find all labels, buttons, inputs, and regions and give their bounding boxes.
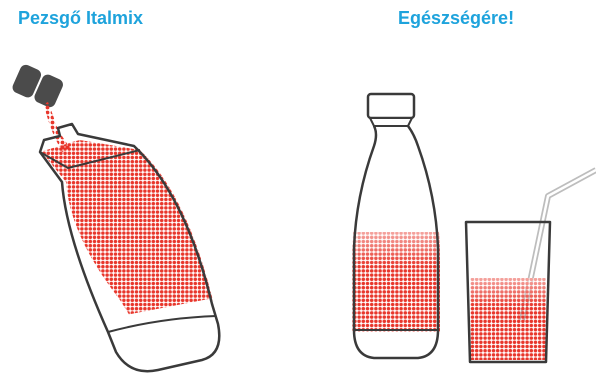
upright-bottle-icon <box>350 94 444 358</box>
syrup-capsule-icon <box>11 63 65 109</box>
tilted-bottle-icon <box>40 124 230 372</box>
